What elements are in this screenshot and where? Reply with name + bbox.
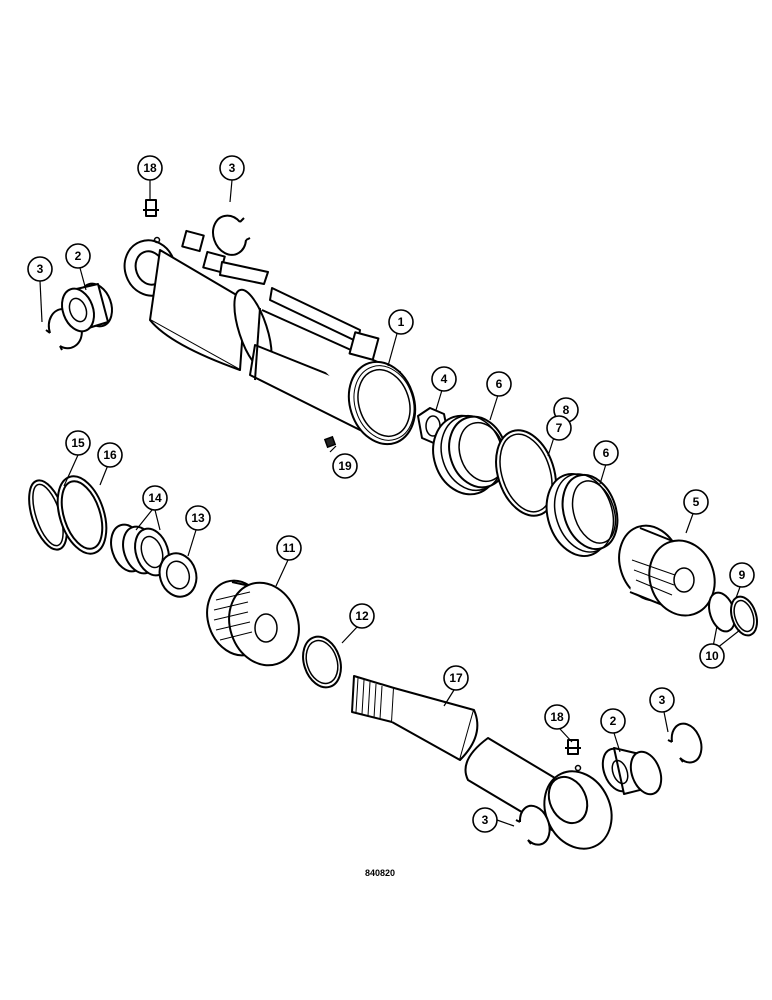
callout-18-bottom: 18 xyxy=(544,704,570,730)
svg-text:10: 10 xyxy=(705,649,719,663)
svg-text:2: 2 xyxy=(610,714,617,728)
svg-text:13: 13 xyxy=(191,511,205,525)
callout-1: 1 xyxy=(388,309,414,335)
part-9-10-rings xyxy=(708,591,758,637)
callout-15: 15 xyxy=(65,430,91,456)
callout-17: 17 xyxy=(443,665,469,691)
svg-text:7: 7 xyxy=(556,421,563,435)
callout-7: 7 xyxy=(546,415,572,441)
part-13-wiper xyxy=(158,552,198,598)
svg-text:8: 8 xyxy=(563,403,570,417)
callout-3-right: 3 xyxy=(649,687,675,713)
callout-14: 14 xyxy=(142,485,168,511)
svg-text:6: 6 xyxy=(603,446,610,460)
part-17-piston-rod xyxy=(351,675,613,850)
callout-13: 13 xyxy=(185,505,211,531)
callout-3-top: 3 xyxy=(219,155,245,181)
svg-text:3: 3 xyxy=(482,813,489,827)
svg-text:14: 14 xyxy=(148,491,162,505)
callout-12: 12 xyxy=(349,603,375,629)
svg-text:12: 12 xyxy=(355,609,369,623)
callout-18-top: 18 xyxy=(137,155,163,181)
callout-19: 19 xyxy=(332,453,358,479)
svg-text:6: 6 xyxy=(496,377,503,391)
part-3-snap-ring-bottom xyxy=(515,804,551,846)
callout-2-left: 2 xyxy=(65,243,91,269)
callout-6-lower: 6 xyxy=(593,440,619,466)
svg-text:3: 3 xyxy=(229,161,236,175)
svg-text:3: 3 xyxy=(659,693,666,707)
svg-text:1: 1 xyxy=(398,315,405,329)
svg-text:18: 18 xyxy=(143,161,157,175)
part-16-rod-guide-sleeve xyxy=(56,475,108,555)
part-12-o-ring xyxy=(302,635,342,689)
part-5-piston xyxy=(618,524,716,617)
callout-9: 9 xyxy=(729,562,755,588)
part-18-grease-fitting-top xyxy=(143,199,161,244)
callout-2-right: 2 xyxy=(600,708,626,734)
svg-text:2: 2 xyxy=(75,249,82,263)
callout-3-bottom: 3 xyxy=(472,807,498,833)
part-3-snap-ring-right xyxy=(667,722,703,764)
svg-text:11: 11 xyxy=(283,541,296,555)
part-2-bushing-right xyxy=(601,747,663,796)
svg-text:17: 17 xyxy=(449,671,463,685)
callout-6-upper: 6 xyxy=(486,371,512,397)
part-3-snap-ring-top xyxy=(212,214,251,256)
svg-text:4: 4 xyxy=(441,372,448,386)
callout-5: 5 xyxy=(683,489,709,515)
callout-10: 10 xyxy=(699,643,725,669)
callout-16: 16 xyxy=(97,442,123,468)
part-19-set-screw xyxy=(323,435,337,449)
part-18-grease-fitting-bottom xyxy=(565,739,582,772)
part-1-cylinder-barrel xyxy=(123,229,417,446)
svg-text:16: 16 xyxy=(103,448,117,462)
figure-code: 840820 xyxy=(365,868,395,878)
svg-text:15: 15 xyxy=(71,436,85,450)
svg-text:19: 19 xyxy=(338,459,352,473)
svg-text:5: 5 xyxy=(693,495,700,509)
svg-text:9: 9 xyxy=(739,568,746,582)
callout-3-left: 3 xyxy=(27,256,53,282)
part-2-bushing-left xyxy=(61,282,113,333)
part-11-gland xyxy=(206,579,300,667)
part-14-rod-seals xyxy=(110,523,170,577)
callout-4: 4 xyxy=(431,366,457,392)
part-7-8-seal-ring xyxy=(495,429,557,517)
part-6-wear-ring-lower xyxy=(545,472,619,558)
svg-text:3: 3 xyxy=(37,262,44,276)
svg-text:18: 18 xyxy=(550,710,564,724)
callout-11: 11 xyxy=(276,535,302,561)
